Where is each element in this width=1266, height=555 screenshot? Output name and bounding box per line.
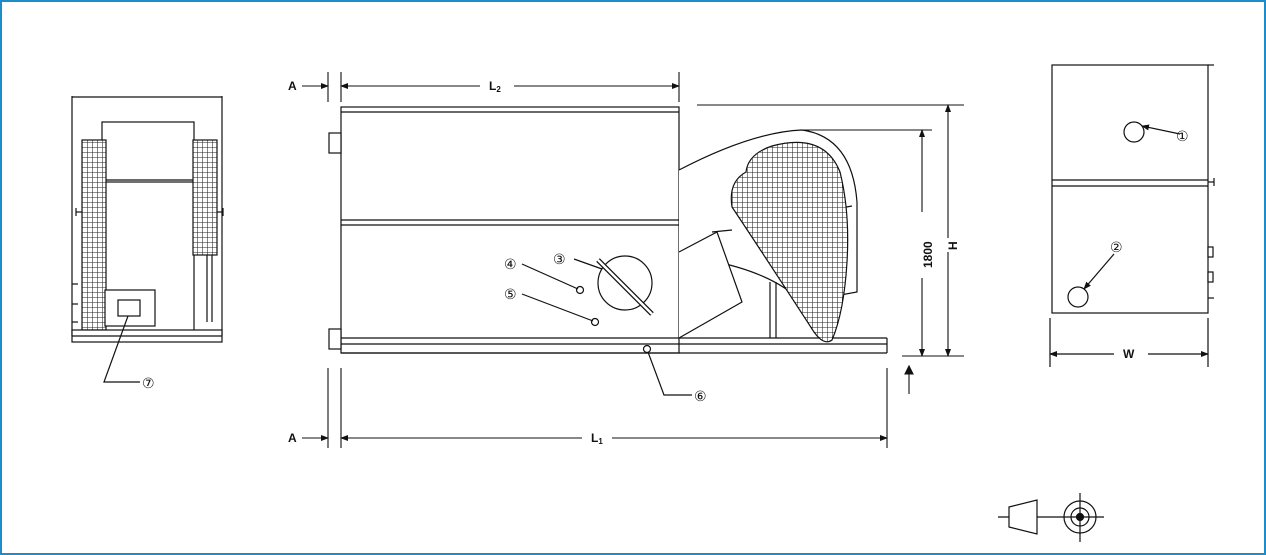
dim-l2-sub: 2 — [496, 85, 501, 94]
callout-1: ① — [1176, 129, 1189, 145]
right-end-view — [1049, 64, 1215, 367]
left-coil-mesh — [81, 139, 107, 331]
connection-1 — [1123, 121, 1145, 143]
main-side-view — [328, 106, 888, 396]
dimension-bottom — [302, 368, 888, 448]
callout-2: ② — [1110, 240, 1123, 256]
fan-guard-mesh — [730, 141, 849, 343]
dimension-height — [697, 104, 964, 394]
upper-connection — [328, 132, 342, 154]
dim-a-top: A — [288, 79, 297, 93]
callout-5: ⑤ — [504, 287, 517, 303]
dim-l1-sub: 1 — [598, 437, 603, 446]
right-coil-mesh — [192, 139, 218, 256]
projection-symbol-icon — [998, 493, 1104, 542]
dim-height-1800: 1800 — [921, 241, 935, 268]
dim-a-bottom: A — [288, 431, 297, 445]
lower-connection — [328, 328, 342, 350]
access-door — [597, 255, 653, 311]
dim-height-h: H — [946, 241, 960, 250]
dim-width-w: W — [1123, 347, 1135, 361]
callout-4: ④ — [504, 257, 517, 273]
callout-7: ⑦ — [142, 376, 155, 392]
connection-2 — [1067, 286, 1089, 308]
dim-l2-main: L — [489, 79, 496, 93]
callout-3: ③ — [553, 252, 566, 268]
callout-6: ⑥ — [694, 389, 707, 405]
dimension-top — [302, 72, 680, 102]
svg-text:L2: L2 — [489, 79, 501, 94]
left-end-view — [71, 96, 224, 383]
dim-l1-main: L — [591, 431, 598, 445]
svg-text:L1: L1 — [591, 431, 603, 446]
